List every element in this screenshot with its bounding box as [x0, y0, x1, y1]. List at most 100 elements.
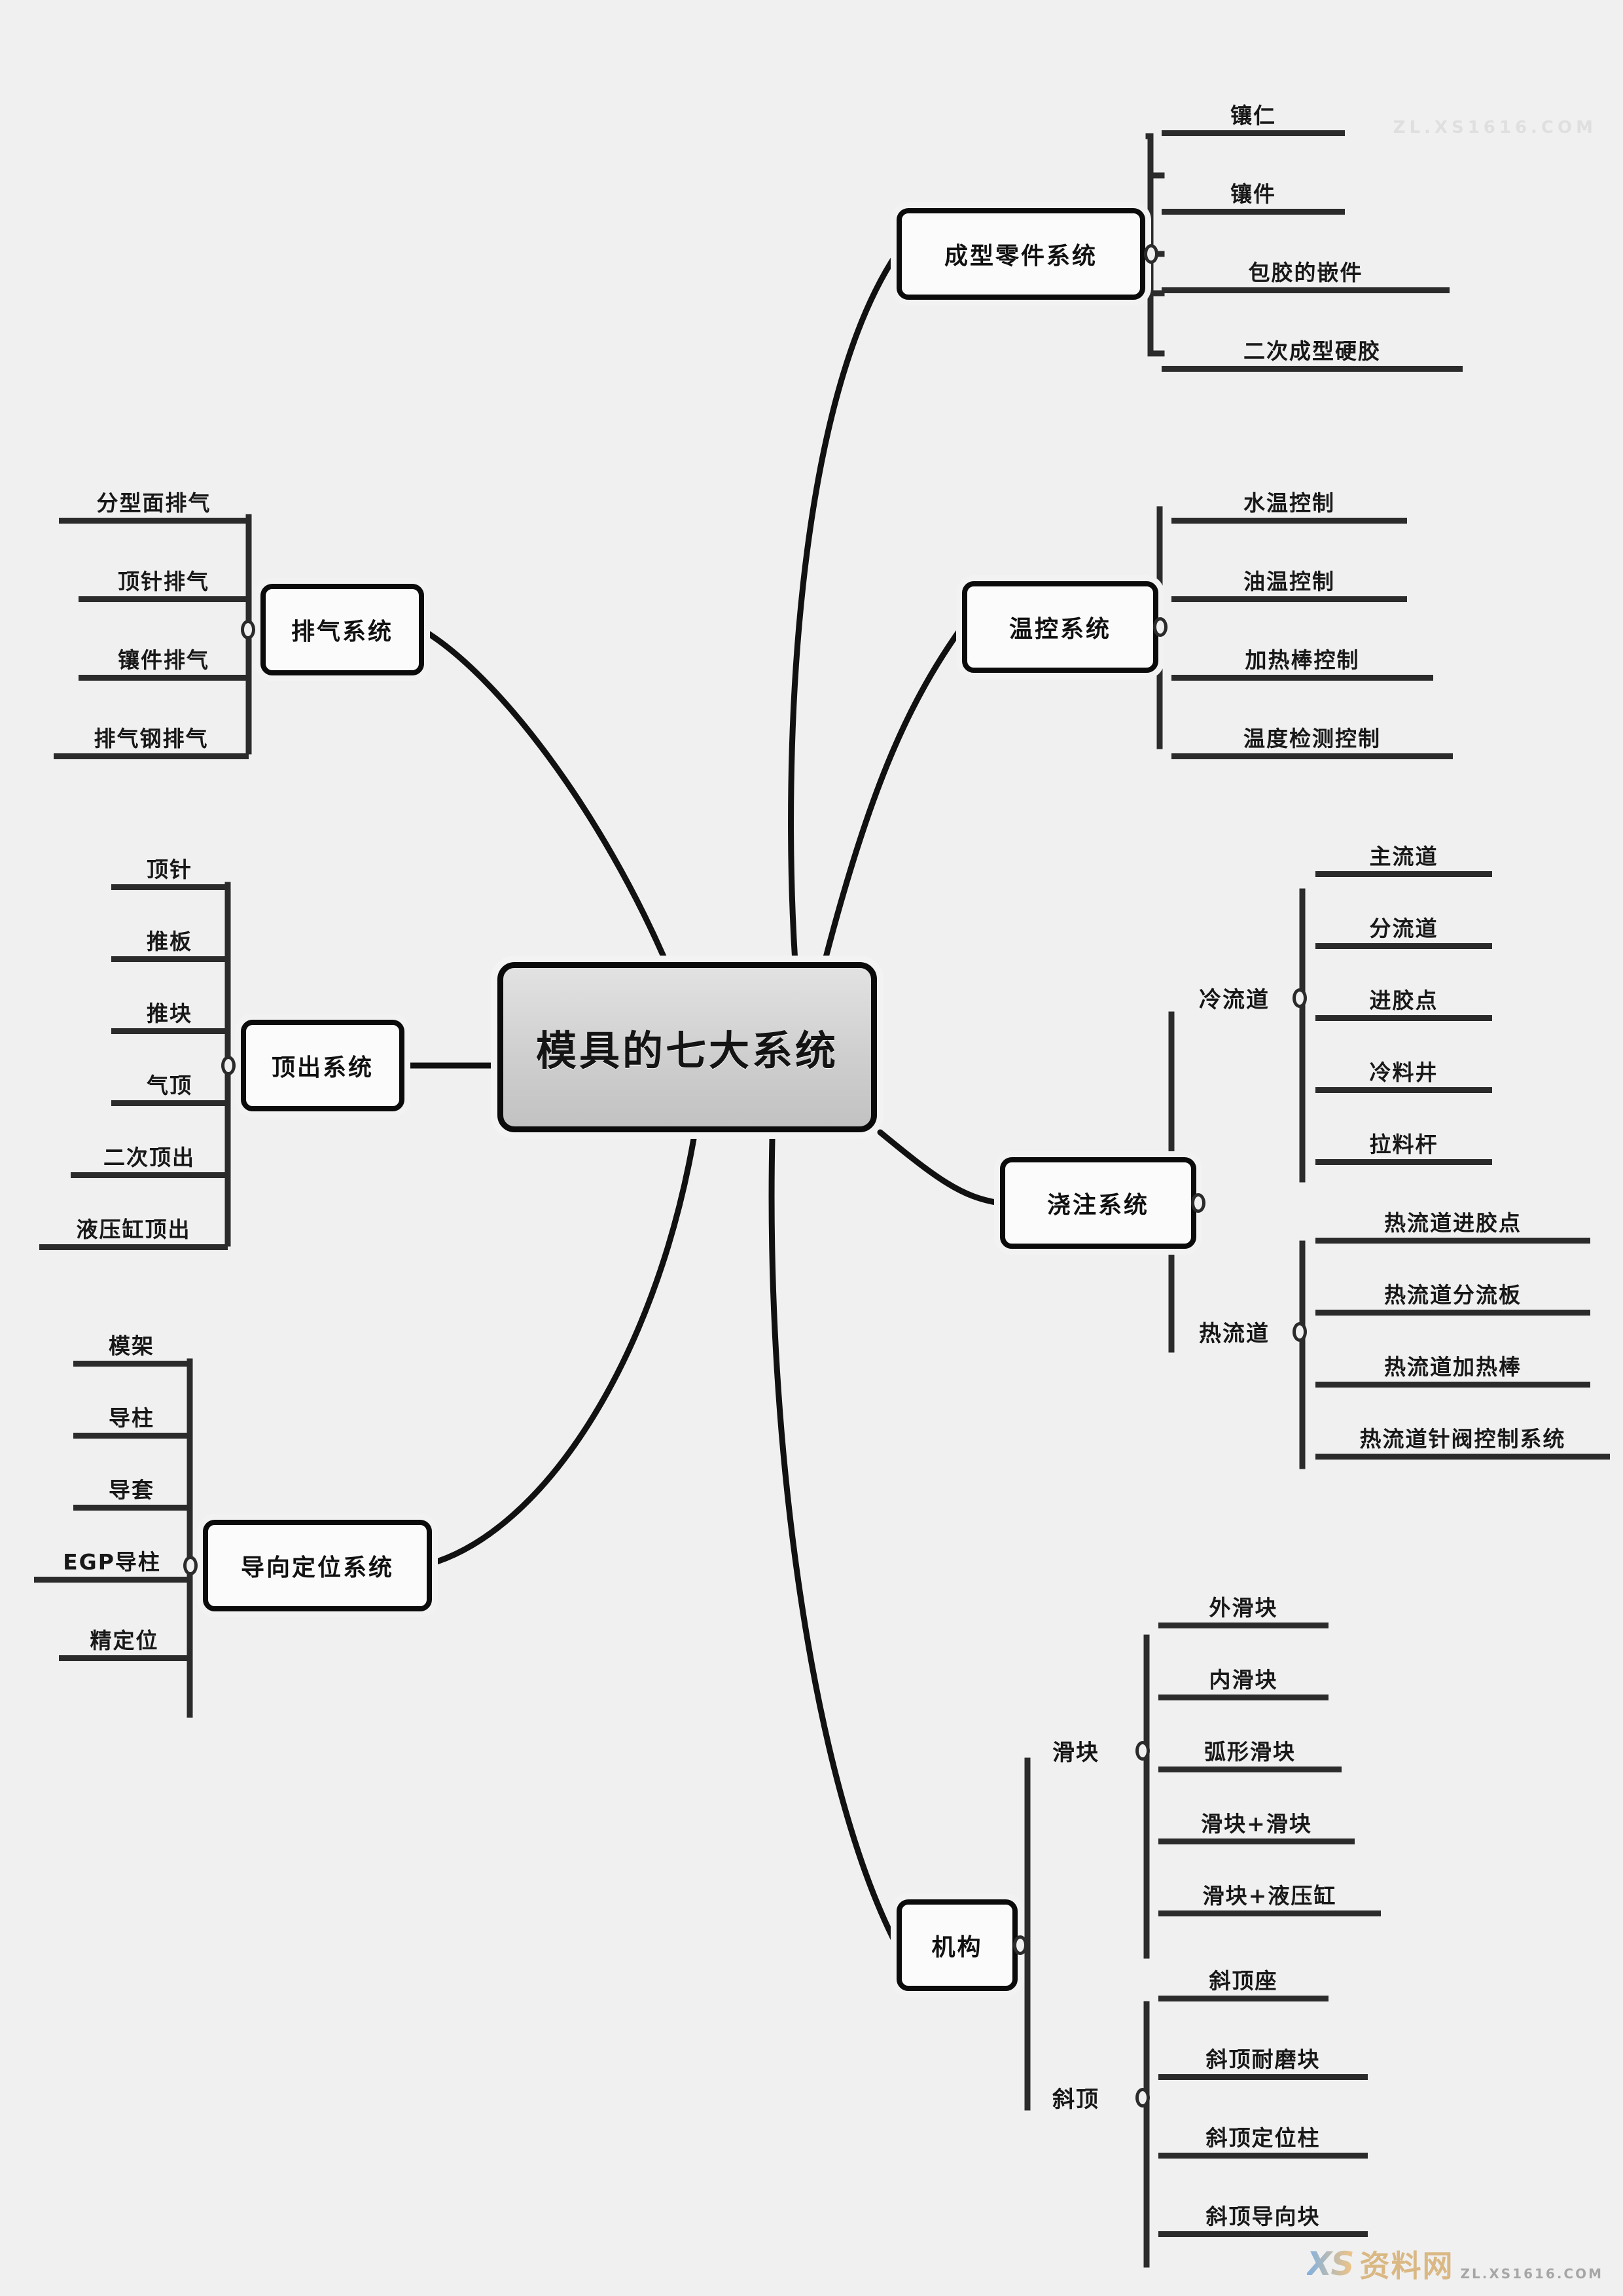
branch-node-mechanism[interactable]: 机构 [897, 1899, 1018, 1991]
group-label-hot-runner[interactable]: 热流道 [1199, 1321, 1270, 1347]
leaf-label: 内滑块 [1209, 1667, 1278, 1693]
leaf-item[interactable]: 精定位 [59, 1604, 190, 1661]
leaf-item[interactable]: 热流道进胶点 [1315, 1186, 1590, 1244]
branch-label: 机构 [931, 1934, 983, 1961]
leaf-label: 模架 [109, 1333, 154, 1359]
root-label: 模具的七大系统 [535, 1027, 838, 1075]
branch-node-guiding[interactable]: 导向定位系统 [203, 1520, 432, 1611]
watermark-faint-top: ZL.XS1616.COM [1393, 118, 1597, 137]
leaf-label: 气顶 [147, 1073, 192, 1099]
leaf-item[interactable]: 油温控制 [1171, 545, 1407, 602]
leaf-item[interactable]: 温度检测控制 [1171, 702, 1453, 759]
connector-ring-molding-parts [1144, 244, 1158, 264]
watermark-faint-text: ZL.XS1616.COM [1393, 118, 1597, 137]
leaf-label: 温度检测控制 [1243, 726, 1381, 752]
leaf-item[interactable]: 斜顶耐磨块 [1158, 2022, 1368, 2080]
leaf-item[interactable]: 镶仁 [1162, 79, 1345, 136]
leaf-label: 二次顶出 [103, 1145, 195, 1171]
leaf-item[interactable]: 拉料杆 [1315, 1107, 1492, 1165]
leaf-label: 精定位 [90, 1628, 159, 1654]
group-label-slider[interactable]: 滑块 [1052, 1740, 1099, 1766]
connector-ring-venting [241, 620, 255, 639]
watermark-brand: 资料网 [1359, 2248, 1454, 2284]
leaf-item[interactable]: 推板 [111, 905, 228, 962]
leaf-label: 镶件排气 [118, 647, 209, 673]
leaf-item[interactable]: 内滑块 [1158, 1643, 1329, 1700]
leaf-label: 滑块+液压缸 [1202, 1883, 1337, 1909]
watermark-badge: XS [1306, 2245, 1355, 2283]
watermark-logo: XS 资料网 ZL.XS1616.COM [1307, 2242, 1603, 2286]
leaf-label: 分流道 [1369, 916, 1438, 942]
connector-ring-mechanism [1013, 1935, 1027, 1955]
leaf-label: 油温控制 [1243, 569, 1335, 595]
leaf-item[interactable]: 滑块+滑块 [1158, 1787, 1355, 1844]
leaf-item[interactable]: 冷料井 [1315, 1035, 1492, 1093]
leaf-item[interactable]: 包胶的嵌件 [1162, 236, 1450, 293]
branch-label: 成型零件系统 [944, 243, 1097, 270]
leaf-item[interactable]: 斜顶导向块 [1158, 2179, 1368, 2237]
leaf-item[interactable]: 弧形滑块 [1158, 1715, 1342, 1772]
leaf-item[interactable]: 镶件排气 [79, 623, 249, 681]
leaf-item[interactable]: 镶件 [1162, 157, 1345, 215]
watermark-url: ZL.XS1616.COM [1460, 2266, 1603, 2282]
connector-ring-hot-runner [1293, 1322, 1307, 1342]
leaf-item[interactable]: EGP导柱 [34, 1525, 190, 1583]
leaf-label: 推块 [147, 1001, 192, 1027]
connector-ring-cold-runner [1293, 988, 1307, 1008]
leaf-item[interactable]: 二次成型硬胶 [1162, 314, 1463, 372]
root-node[interactable]: 模具的七大系统 [497, 962, 877, 1132]
leaf-label: 推板 [147, 929, 192, 955]
leaf-item[interactable]: 热流道加热棒 [1315, 1330, 1590, 1388]
branch-node-gating[interactable]: 浇注系统 [1000, 1157, 1196, 1249]
leaf-label: 斜顶定位柱 [1205, 2125, 1321, 2151]
leaf-label: 液压缸顶出 [76, 1217, 191, 1243]
group-label-cold-runner[interactable]: 冷流道 [1199, 987, 1270, 1013]
leaf-item[interactable]: 加热棒控制 [1171, 623, 1433, 681]
leaf-item[interactable]: 顶针排气 [79, 545, 249, 602]
leaf-item[interactable]: 水温控制 [1171, 466, 1407, 524]
branch-node-ejection[interactable]: 顶出系统 [241, 1020, 404, 1111]
leaf-item[interactable]: 分流道 [1315, 891, 1492, 949]
leaf-label: 热流道进胶点 [1384, 1210, 1522, 1236]
leaf-item[interactable]: 斜顶座 [1158, 1944, 1329, 2001]
connector-ring-temperature-control [1153, 617, 1168, 637]
connector-ring-lifter [1135, 2088, 1150, 2108]
leaf-item[interactable]: 导柱 [73, 1381, 190, 1439]
leaf-item[interactable]: 分型面排气 [59, 466, 249, 524]
leaf-label: 镶仁 [1230, 103, 1276, 129]
leaf-item[interactable]: 顶针 [111, 833, 228, 890]
leaf-item[interactable]: 推块 [111, 977, 228, 1034]
leaf-item[interactable]: 进胶点 [1315, 963, 1492, 1021]
leaf-label: 导套 [109, 1477, 154, 1503]
leaf-item[interactable]: 外滑块 [1158, 1571, 1329, 1628]
group-label-lifter[interactable]: 斜顶 [1052, 2087, 1099, 2113]
leaf-label: 水温控制 [1243, 490, 1335, 516]
leaf-item[interactable]: 主流道 [1315, 819, 1492, 877]
leaf-item[interactable]: 模架 [73, 1309, 190, 1367]
leaf-item[interactable]: 热流道分流板 [1315, 1258, 1590, 1316]
leaf-label: 二次成型硬胶 [1243, 338, 1381, 365]
leaf-item[interactable]: 二次顶出 [71, 1121, 228, 1178]
leaf-item[interactable]: 导套 [73, 1453, 190, 1511]
leaf-item[interactable]: 热流道针阀控制系统 [1315, 1402, 1610, 1460]
branch-node-molding-parts[interactable]: 成型零件系统 [897, 208, 1145, 300]
leaf-label: 包胶的嵌件 [1248, 260, 1363, 286]
leaf-label: 热流道针阀控制系统 [1359, 1426, 1566, 1452]
branch-label: 排气系统 [291, 619, 393, 645]
connector-ring-ejection [221, 1056, 236, 1075]
leaf-item[interactable]: 液压缸顶出 [39, 1193, 228, 1250]
leaf-item[interactable]: 排气钢排气 [54, 702, 249, 759]
leaf-item[interactable]: 滑块+液压缸 [1158, 1859, 1381, 1916]
leaf-label: 排气钢排气 [94, 726, 209, 752]
branch-label: 导向定位系统 [240, 1554, 394, 1581]
connector-ring-guiding [183, 1556, 198, 1575]
branch-label: 浇注系统 [1046, 1192, 1149, 1219]
leaf-label: 弧形滑块 [1204, 1739, 1296, 1765]
leaf-label: 镶件 [1230, 181, 1276, 207]
leaf-label: 热流道加热棒 [1384, 1354, 1522, 1380]
branch-node-temperature-control[interactable]: 温控系统 [962, 581, 1158, 673]
leaf-item[interactable]: 斜顶定位柱 [1158, 2101, 1368, 2159]
branch-node-venting[interactable]: 排气系统 [260, 584, 424, 675]
leaf-item[interactable]: 气顶 [111, 1049, 228, 1106]
